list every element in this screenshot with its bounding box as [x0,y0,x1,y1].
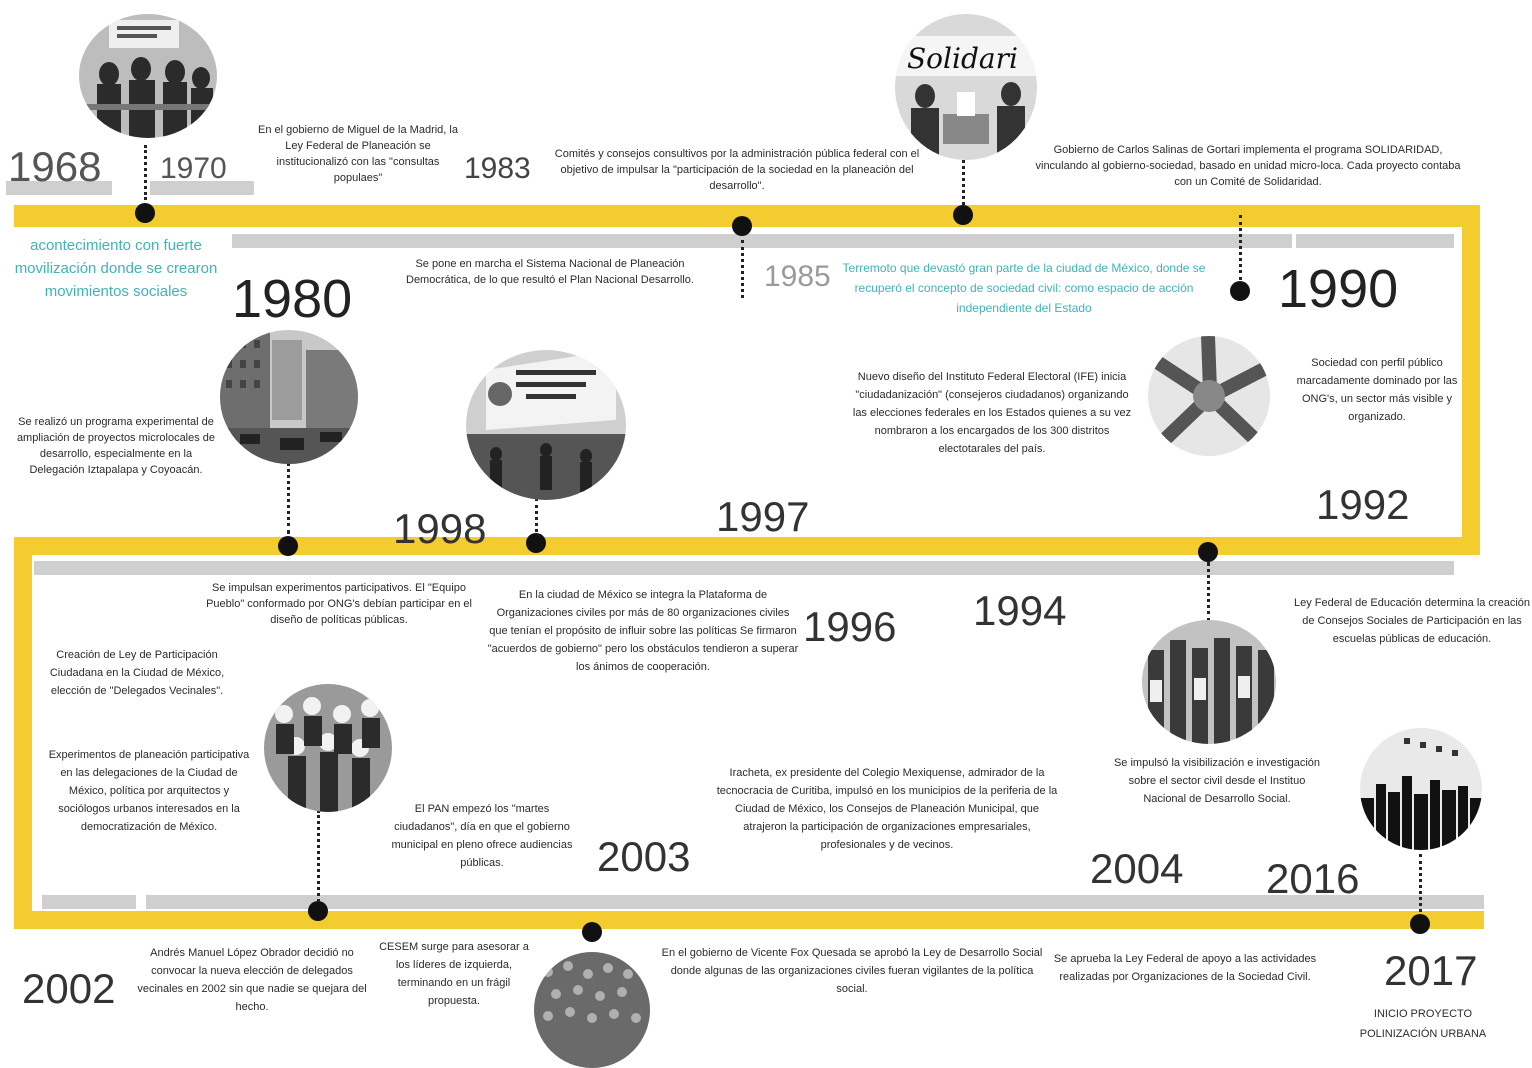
year-2017: 2017 [1384,947,1478,994]
timeline-band-top [14,205,1480,227]
solidaridad-sign-text: Solidari [907,42,1018,75]
event-2004-text: Se impulsó la visibilización e investiga… [1113,757,1321,805]
timeline-dot [1198,542,1218,562]
timeline-dot [278,536,298,556]
event-1992-text: Sociedad con perfil público marcadamente… [1296,357,1458,423]
grey-bar [146,895,1484,909]
event-microlocal-text: Se realizó un programa experimental de a… [16,416,216,476]
year-1970: 1970 [160,152,227,185]
event-iracheta-text: Iracheta, ex presidente del Colegio Mexi… [716,767,1058,851]
marchers-photo [1142,620,1276,744]
skyline-photo [1360,728,1482,850]
event-1997-text: En la ciudad de México se integra la Pla… [487,589,799,673]
dotted-connector [1239,215,1242,280]
electoral-building-photo [466,350,626,500]
dotted-connector [741,240,744,298]
year-1996: 1996 [803,603,897,650]
event-1998-text: Se impulsan experimentos participativos.… [206,582,472,626]
timeline-dot [582,922,602,942]
grey-bar [1296,234,1454,248]
event-solidaridad-text: Gobierno de Carlos Salinas de Gortari im… [1035,144,1461,188]
event-1985-text: Terremoto que devastó gran parte de la c… [842,261,1206,315]
year-2004: 2004 [1090,845,1184,892]
year-1992: 1992 [1316,481,1410,528]
timeline-dot [1410,914,1430,934]
year-1990: 1990 [1278,259,1399,319]
event-ife-text: Nuevo diseño del Instituto Federal Elect… [852,371,1132,455]
timeline-dot [732,216,752,236]
dotted-connector [287,462,290,534]
dotted-connector [317,810,320,902]
timeline-dot [135,203,155,223]
grey-bar [232,234,1292,248]
event-cesem-text: CESEM surge para asesorar a los líderes … [379,941,529,1007]
event-1968-text: acontecimiento con fuerte movilización d… [14,237,218,300]
timeline-dot [953,205,973,225]
event-2017-text: INICIO PROYECTO POLINIZACIÓN URBANA [1359,1008,1487,1040]
year-1968: 1968 [8,143,102,190]
year-1997: 1997 [716,493,810,540]
event-pan-text: El PAN empezó los "martes ciudadanos", d… [391,803,573,869]
timeline-band-right-upper [1462,205,1480,555]
timeline-dot [526,533,546,553]
event-1994-text: Ley Federal de Educación determina la cr… [1293,597,1531,645]
event-ley-apoyo-text: Se aprueba la Ley Federal de apoyo a las… [1053,953,1317,983]
year-2003: 2003 [597,833,691,880]
year-1998: 1998 [393,505,487,552]
grey-bar [34,561,1454,575]
crowd-rally-photo [534,952,650,1068]
grey-bar [150,181,254,195]
solidaridad-photo: Solidari [895,14,1037,160]
event-experimentos-text: Experimentos de planeación participativa… [48,749,250,833]
year-2002: 2002 [22,965,116,1012]
protest-photo [79,14,217,138]
grey-bar [6,181,112,195]
dotted-connector [1419,854,1422,912]
event-1980-text: Se pone en marcha el Sistema Nacional de… [406,258,694,286]
event-ley-participacion-text: Creación de Ley de Participación Ciudada… [49,649,225,697]
dotted-connector [535,498,538,532]
grey-bar [42,895,136,909]
event-fox-text: En el gobierno de Vicente Fox Quesada se… [661,947,1043,995]
joined-hands-photo [1148,336,1270,456]
year-1994: 1994 [973,587,1067,634]
timeline-dot [308,901,328,921]
event-2002-text: Andrés Manuel López Obrador decidió no c… [137,947,367,1013]
crowd-march-photo [264,684,392,812]
dotted-connector [962,160,965,205]
timeline-band-left-lower [14,537,32,927]
dotted-connector [144,145,147,200]
event-1970-text: En el gobierno de Miguel de la Madrid, l… [258,124,458,184]
year-2016: 2016 [1266,855,1360,902]
event-1983-text: Comités y consejos consultivos por la ad… [554,148,920,192]
dotted-connector [1207,562,1210,622]
year-1983: 1983 [464,152,531,185]
timeline-band-middle [14,537,1480,555]
year-1985: 1985 [764,260,831,293]
timeline-dot [1230,281,1250,301]
timeline-band-bottom [14,911,1484,929]
city-street-photo [220,330,358,464]
year-1980: 1980 [232,269,353,329]
